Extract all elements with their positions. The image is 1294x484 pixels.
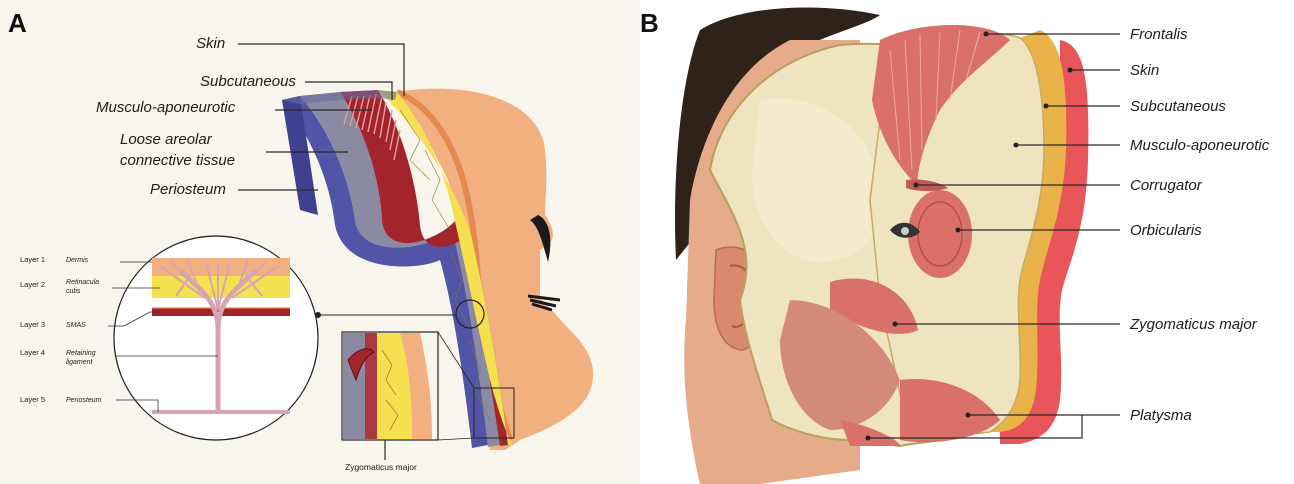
- inset-zygomaticus: [342, 332, 438, 440]
- layer-4-name: Retaining: [66, 350, 96, 357]
- label-musculo-aponeurotic: Musculo-aponeurotic: [96, 99, 236, 116]
- layer-2-number: Layer 2: [20, 280, 45, 289]
- label-subcutaneous: Subcutaneous: [200, 73, 296, 90]
- layer-1-number: Layer 1: [20, 255, 45, 264]
- layer-3-number: Layer 3: [20, 320, 45, 329]
- label-zygomaticus-b: Zygomaticus major: [1129, 316, 1258, 333]
- layer-4-name-2: ligament: [66, 359, 94, 366]
- layer-5-number: Layer 5: [20, 395, 45, 404]
- label-musculo-aponeurotic-b: Musculo-aponeurotic: [1130, 137, 1270, 154]
- layer-5-name: Periosteum: [66, 397, 102, 404]
- panel-a: A: [0, 0, 640, 484]
- panel-b-letter: B: [640, 8, 659, 38]
- label-connective-tissue: connective tissue: [120, 152, 235, 169]
- label-loose-areolar: Loose areolar: [120, 131, 213, 148]
- panel-a-letter: A: [8, 8, 27, 38]
- label-platysma: Platysma: [1130, 407, 1192, 424]
- label-subcutaneous-b: Subcutaneous: [1130, 98, 1226, 115]
- label-frontalis: Frontalis: [1130, 26, 1188, 43]
- label-periosteum: Periosteum: [150, 181, 226, 198]
- layer-3-name: SMAS: [66, 322, 86, 329]
- label-skin: Skin: [196, 35, 225, 52]
- label-zygomaticus-a: Zygomaticus major: [345, 462, 417, 472]
- layer-1-name: Dermis: [66, 257, 89, 264]
- panel-b: B: [640, 0, 1294, 484]
- layer-2-name-2: cutis: [66, 288, 81, 295]
- label-orbicularis: Orbicularis: [1130, 222, 1202, 239]
- label-skin-b: Skin: [1130, 62, 1159, 79]
- label-corrugator: Corrugator: [1130, 177, 1203, 194]
- layer-2-name: Retinacula: [66, 279, 99, 286]
- dermis-band: [152, 258, 290, 276]
- zoom-circle: [114, 236, 318, 440]
- layer-4-number: Layer 4: [20, 348, 45, 357]
